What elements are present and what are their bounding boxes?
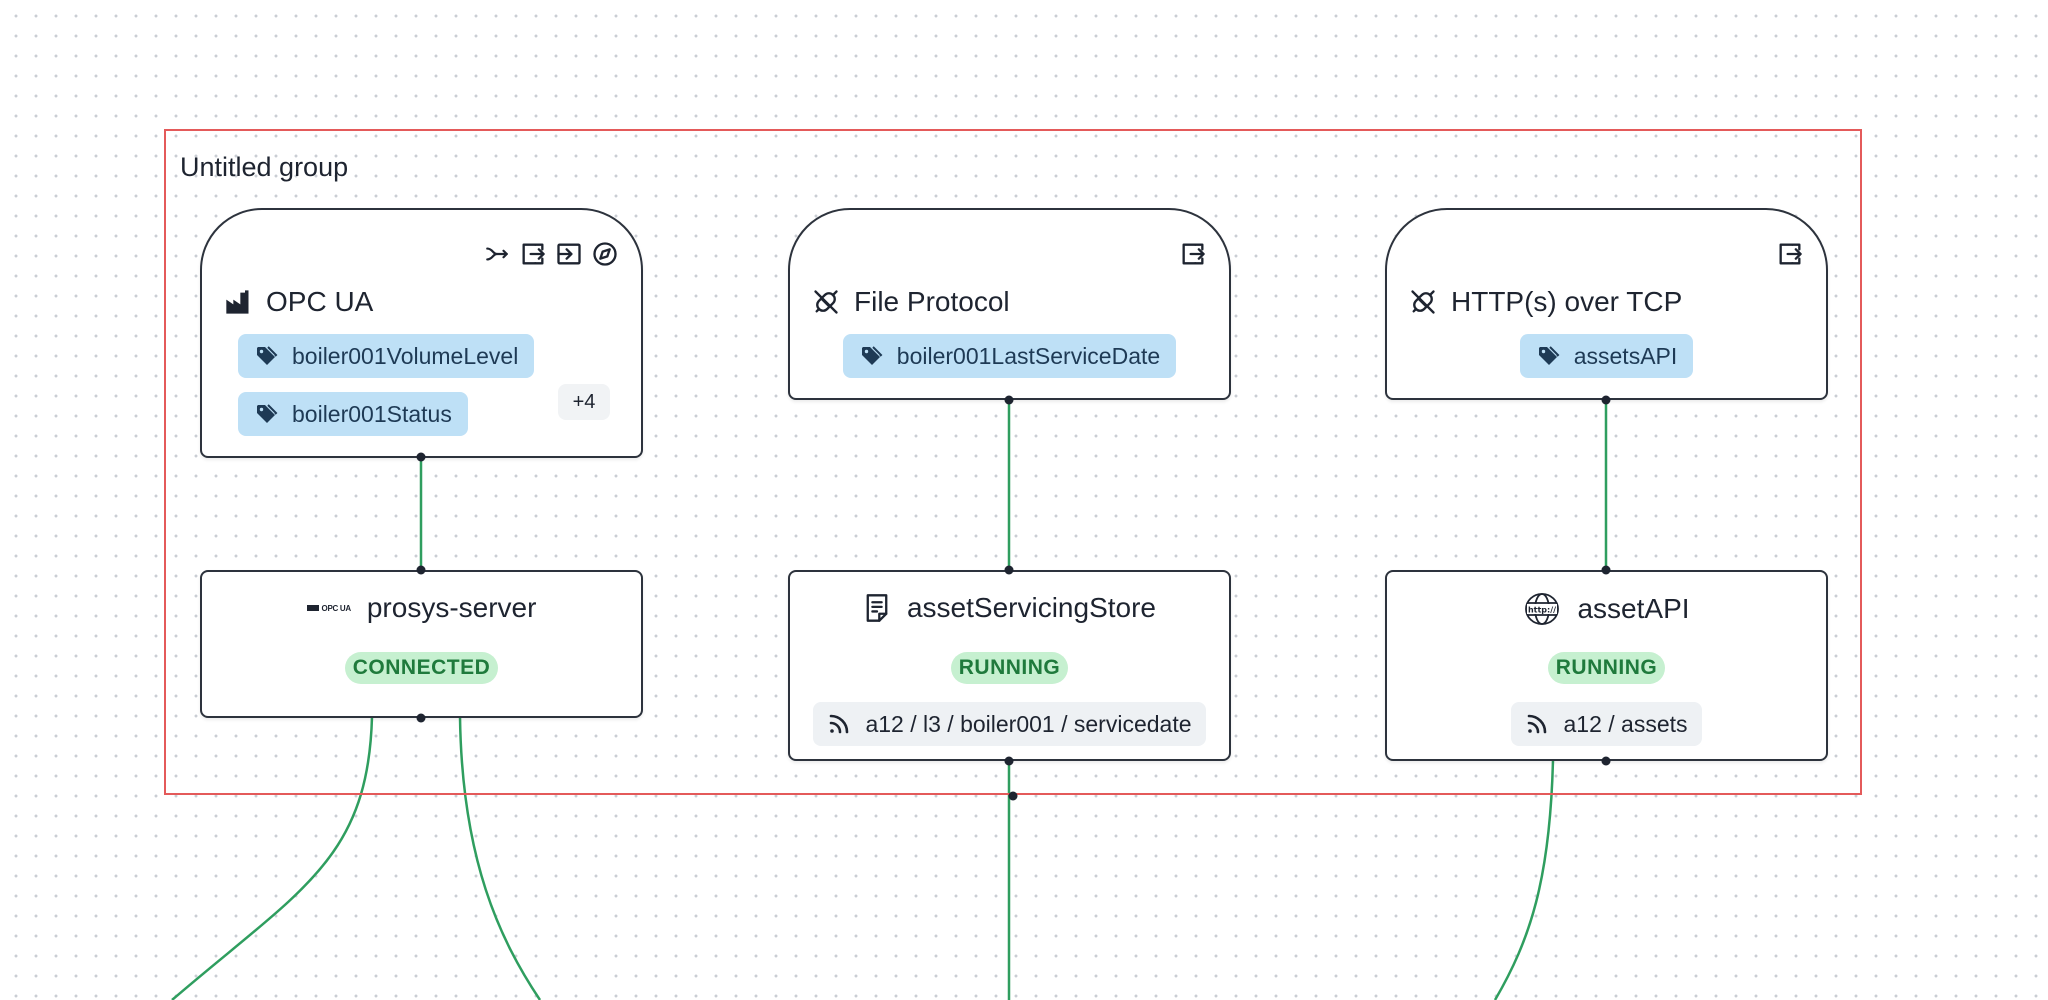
device-title: assetServicingStore — [790, 592, 1229, 624]
adapter-tag-list: assetsAPI — [1387, 334, 1826, 378]
more-tags-badge[interactable]: +4 — [558, 384, 610, 420]
adapter-node-http[interactable]: HTTP(s) over TCP assetsAPI — [1385, 208, 1828, 400]
device-topic: a12 / l3 / boiler001 / servicedate — [790, 702, 1229, 746]
adapter-toolbar — [483, 240, 619, 268]
status-badge: RUNNING — [1547, 652, 1666, 684]
import-icon[interactable] — [555, 240, 583, 268]
device-node-asset-api[interactable]: http:// assetAPI RUNNING a12 / assets — [1385, 570, 1828, 761]
handle-group-bottom[interactable] — [1008, 791, 1018, 801]
handle-api-target[interactable] — [1601, 565, 1611, 575]
device-status: RUNNING — [1387, 652, 1826, 684]
tag-icon — [861, 346, 883, 365]
opc-ua-logo-icon: OPC UA — [306, 604, 351, 613]
handle-opcua-source[interactable] — [416, 452, 426, 462]
tag-icon — [1538, 346, 1560, 365]
handle-api-source[interactable] — [1601, 756, 1611, 766]
device-title: http:// assetAPI — [1387, 592, 1826, 626]
compass-icon[interactable] — [591, 240, 619, 268]
adapter-title: OPC UA — [224, 286, 619, 318]
handle-store-target[interactable] — [1004, 565, 1014, 575]
adapter-title-text: HTTP(s) over TCP — [1451, 286, 1683, 317]
tag-label: assetsAPI — [1573, 342, 1678, 369]
device-status: CONNECTED — [202, 652, 641, 684]
device-title: OPC UA prosys-server — [202, 592, 641, 624]
handle-prosys-target[interactable] — [416, 565, 426, 575]
adapter-title-text: OPC UA — [266, 286, 374, 317]
adapter-node-opc-ua[interactable]: OPC UA boiler001VolumeLevel boiler001Sta… — [200, 208, 643, 458]
tag-label: boiler001VolumeLevel — [292, 342, 519, 369]
adapter-toolbar — [1776, 240, 1804, 268]
adapter-title-text: File Protocol — [854, 286, 1010, 317]
group-label: Untitled group — [180, 152, 349, 182]
status-badge: RUNNING — [950, 652, 1069, 684]
adapter-node-file-protocol[interactable]: File Protocol boiler001LastServiceDate — [788, 208, 1231, 400]
device-title-text: assetServicingStore — [906, 592, 1156, 623]
rss-icon — [830, 714, 849, 734]
edge-api-out[interactable] — [1493, 759, 1555, 1000]
tag-chip[interactable]: boiler001VolumeLevel — [238, 334, 535, 378]
export-icon[interactable] — [1776, 240, 1804, 268]
rss-icon — [1528, 714, 1547, 734]
adapter-title: HTTP(s) over TCP — [1409, 286, 1804, 318]
adapter-title: File Protocol — [812, 286, 1207, 318]
handle-file-source[interactable] — [1004, 395, 1014, 405]
svg-text:http://: http:// — [1528, 606, 1556, 615]
topic-chip[interactable]: a12 / l3 / boiler001 / servicedate — [813, 702, 1206, 746]
adapter-toolbar — [1179, 240, 1207, 268]
tag-label: boiler001Status — [292, 400, 452, 427]
topic-label: a12 / l3 / boiler001 / servicedate — [865, 710, 1192, 737]
export-icon[interactable] — [519, 240, 547, 268]
tag-icon — [257, 346, 278, 365]
status-badge: CONNECTED — [344, 652, 499, 684]
file-text-icon — [866, 594, 888, 622]
device-status: RUNNING — [790, 652, 1229, 684]
adapter-tag-list: boiler001VolumeLevel boiler001Status — [238, 334, 535, 436]
plug-off-icon — [1411, 290, 1435, 314]
factory-icon — [226, 290, 249, 314]
device-node-prosys-server[interactable]: OPC UA prosys-server CONNECTED — [200, 570, 643, 718]
tag-icon — [257, 404, 278, 423]
topic-label: a12 / assets — [1563, 710, 1688, 737]
tag-chip[interactable]: assetsAPI — [1519, 334, 1694, 378]
tag-chip[interactable]: boiler001Status — [238, 392, 468, 436]
topic-chip[interactable]: a12 / assets — [1511, 702, 1702, 746]
tag-chip[interactable]: boiler001LastServiceDate — [842, 334, 1177, 378]
handle-store-source[interactable] — [1004, 756, 1014, 766]
plug-off-icon — [814, 290, 838, 314]
export-icon[interactable] — [1179, 240, 1207, 268]
combiner-icon[interactable] — [483, 240, 511, 268]
adapter-tag-list: boiler001LastServiceDate — [790, 334, 1229, 378]
handle-prosys-source[interactable] — [416, 713, 426, 723]
handle-http-source[interactable] — [1601, 395, 1611, 405]
device-title-text: assetAPI — [1577, 593, 1690, 624]
tag-label: boiler001LastServiceDate — [896, 342, 1161, 369]
http-globe-icon: http:// — [1525, 593, 1560, 625]
device-node-asset-servicing-store[interactable]: assetServicingStore RUNNING a12 / l3 / b… — [788, 570, 1231, 761]
device-title-text: prosys-server — [366, 592, 537, 623]
device-topic: a12 / assets — [1387, 702, 1826, 746]
